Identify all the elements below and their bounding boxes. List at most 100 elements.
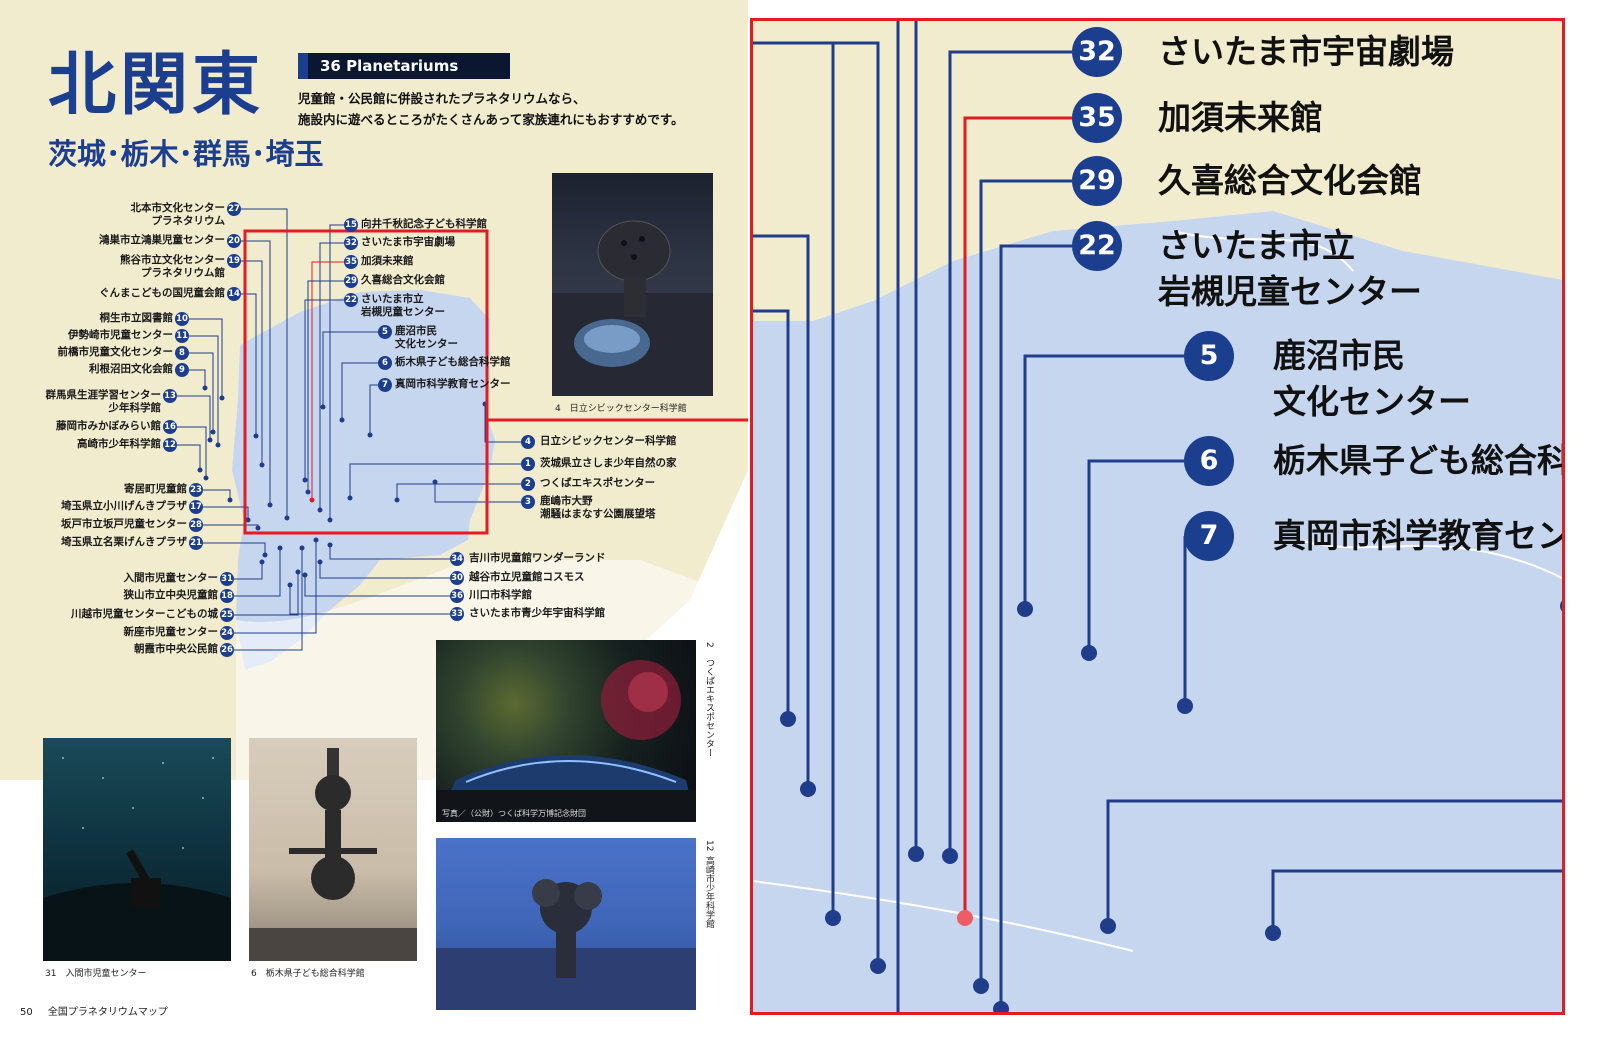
facility-name: プラネタリウム館: [141, 267, 225, 279]
facility-number-badge: 19: [227, 254, 241, 268]
leader-line: [234, 548, 303, 651]
facility-label: 新座市児童センター: [124, 626, 219, 639]
facility-name: 熊谷市立文化センター: [120, 254, 225, 266]
leader-line: [177, 426, 207, 478]
facility-label: 藤岡市みかぼみらい館: [56, 420, 161, 433]
facility-name: 群馬県生涯学習センター: [45, 389, 162, 401]
facility-number-badge: 7: [378, 378, 392, 392]
location-dot: [203, 475, 209, 481]
facility-number-badge: 34: [450, 552, 464, 566]
photo-caption-tsukuba: つくばエキスポセンター: [704, 658, 714, 757]
facility-label: 入間市児童センター: [124, 572, 219, 585]
photo-caption-takasaki: 高崎市少年科学館: [704, 856, 714, 928]
facility-name: 加須未来館: [361, 255, 414, 267]
zoom-facility-label: 栃木県子ども総合科学館: [1273, 438, 1562, 484]
page-footer: 50 全国プラネタリウムマップ: [20, 1003, 168, 1018]
facility-number-badge: 12: [163, 438, 177, 452]
facility-name: 入間市児童センター: [123, 572, 219, 584]
facility-label: 坂戸市立坂戸児童センター: [61, 518, 187, 531]
facility-name: さいたま市青少年宇宙科学館: [469, 607, 606, 619]
facility-number-badge: 26: [220, 643, 234, 657]
facility-name: 文化センター: [395, 338, 458, 350]
zoom-leader-line: [753, 309, 790, 719]
facility-label: 利根沼田文化会館: [89, 363, 173, 376]
facility-label: 狭山市立中央児童館: [124, 589, 219, 602]
facility-label: 真岡市科学教育センター: [395, 378, 511, 391]
zoom-location-dot: [942, 848, 958, 864]
zoom-leader-line: [753, 41, 880, 966]
facility-name: 日立シビックセンター科学館: [540, 435, 677, 447]
facility-name: 狭山市立中央児童館: [123, 589, 219, 601]
facility-name: 向井千秋記念子ども科学館: [361, 218, 487, 230]
zoom-leader-lines: [753, 21, 1562, 1012]
zoom-facility-name: 栃木県子ども総合科学館: [1273, 441, 1562, 480]
location-dot: [253, 433, 259, 439]
leader-line: [241, 260, 263, 465]
zoom-location-dot: [825, 910, 841, 926]
zoom-leader-line: [1023, 354, 1184, 609]
facility-number-badge: 1: [521, 457, 535, 471]
facility-name: 伊勢崎市児童センター: [68, 329, 173, 341]
facility-number-badge: 29: [344, 274, 358, 288]
facility-label: 鴻巣市立鴻巣児童センター: [99, 234, 225, 247]
location-dot: [267, 502, 273, 508]
leader-line: [177, 395, 211, 440]
location-dot: [215, 442, 221, 448]
zoom-leader-line: [753, 234, 810, 789]
facility-label: 高崎市少年科学館: [77, 438, 161, 451]
location-dot: [245, 517, 251, 523]
zoom-facility-name: さいたま市立: [1158, 226, 1356, 265]
photo-number-tsukuba: 2: [704, 642, 714, 648]
zoom-leader-line: [1271, 869, 1562, 933]
facility-number-badge: 30: [450, 571, 464, 585]
leader-line: [311, 261, 344, 500]
location-dot: [432, 479, 438, 485]
leader-line: [484, 404, 521, 443]
facility-number-badge: 13: [163, 389, 177, 403]
zoom-leader-line: [1087, 459, 1184, 653]
location-dot: [259, 462, 265, 468]
page-subtitle: 茨城･栃木･群馬･埼玉: [48, 137, 324, 171]
facility-name: 新座市児童センター: [123, 626, 219, 638]
leader-line: [341, 362, 378, 420]
facility-label: 寄居町児童館: [124, 483, 187, 496]
leader-line: [203, 506, 249, 520]
leader-line: [234, 562, 263, 580]
location-dot: [320, 404, 326, 410]
facility-name: 潮騒はまなす公園展望塔: [540, 508, 656, 520]
facility-name: プラネタリウム: [151, 215, 226, 227]
facility-label: 鹿沼市民文化センター: [395, 325, 458, 351]
location-dot: [394, 497, 400, 503]
zoom-number-badge: 32: [1072, 27, 1122, 77]
facility-number-badge: 10: [175, 312, 189, 326]
facility-label: 伊勢崎市児童センター: [68, 329, 173, 342]
zoom-location-dot: [780, 711, 796, 727]
facility-name: 桐生市立図書館: [99, 312, 174, 324]
location-dot: [277, 545, 283, 551]
location-dot: [255, 525, 261, 531]
leader-line: [396, 483, 521, 500]
location-dot: [287, 582, 293, 588]
zoom-map: [753, 21, 1562, 1012]
location-dot: [327, 542, 333, 548]
facility-number-badge: 33: [450, 607, 464, 621]
facility-label: 日立シビックセンター科学館: [540, 435, 677, 448]
facility-number-badge: 35: [344, 255, 358, 269]
facility-name: 川越市児童センターこどもの城: [71, 608, 218, 620]
location-dot: [259, 559, 265, 565]
facility-name: 鴻巣市立鴻巣児童センター: [99, 234, 225, 246]
zoom-location-dot: [1081, 645, 1097, 661]
facility-label: 桐生市立図書館: [100, 312, 174, 325]
facility-number-badge: 32: [344, 236, 358, 250]
leader-line: [189, 318, 223, 398]
photo-caption-tochigi: 6 栃木県子ども総合科学館: [251, 969, 365, 979]
leader-line: [349, 463, 521, 498]
leader-line: [241, 240, 271, 505]
leader-line: [307, 280, 344, 492]
location-dot: [317, 559, 323, 565]
facility-name: 川口市科学館: [469, 589, 532, 601]
location-dot: [299, 545, 305, 551]
zoom-facility-label: 加須未来館: [1158, 95, 1323, 141]
zoom-location-dot: [870, 958, 886, 974]
